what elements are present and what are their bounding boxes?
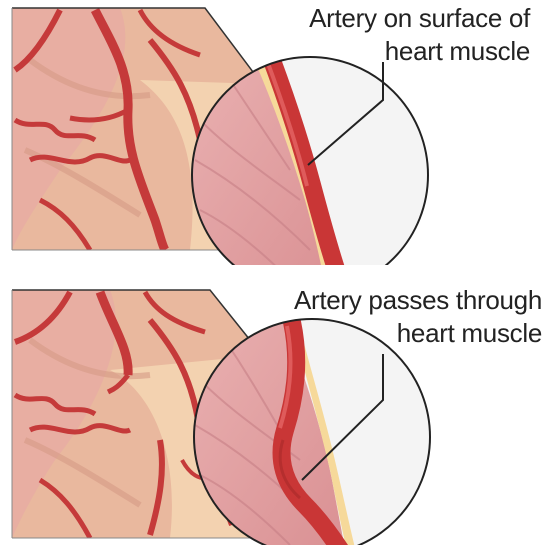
caption-line-2: heart muscle <box>309 35 530 68</box>
panel-bridging-artery: Artery passes through heart muscle <box>0 280 548 545</box>
caption-line-1: Artery passes through <box>294 284 542 317</box>
caption-bridging: Artery passes through heart muscle <box>294 284 542 350</box>
panel-surface-artery: Artery on surface of heart muscle <box>0 0 548 265</box>
caption-line-1: Artery on surface of <box>309 2 530 35</box>
caption-surface: Artery on surface of heart muscle <box>309 2 530 68</box>
caption-line-2: heart muscle <box>294 317 542 350</box>
